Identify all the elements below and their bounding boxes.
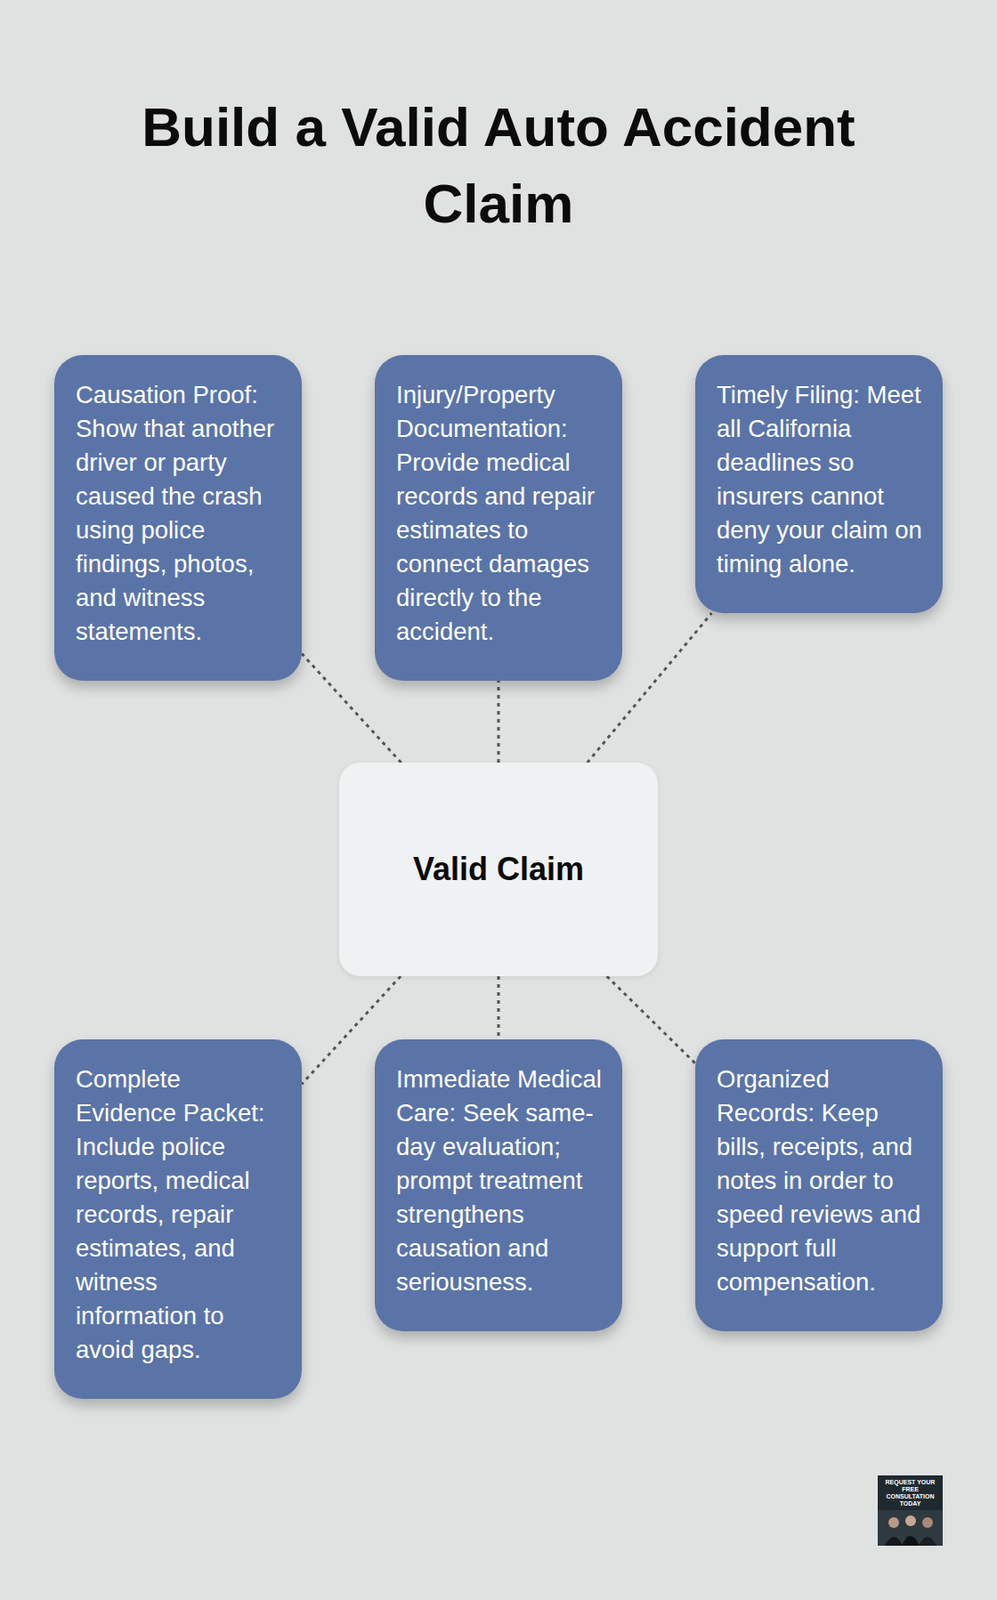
factor-box: Organized Records: Keep bills, receipts,… [695,1039,943,1332]
factor-box: Causation Proof: Show that another drive… [54,355,302,681]
node-text: Injury/Property Documentation: Provide m… [396,378,605,649]
node-text: Timely Filing: Meet all California deadl… [716,378,925,582]
diagram-title: Build a Valid Auto Accident Claim [89,89,908,243]
dotted-connector [497,680,501,763]
logo-photo [877,1510,943,1547]
factor-box: Immediate Medical Care: Seek same-day ev… [374,1039,623,1332]
dotted-connector [607,976,696,1064]
logo-text: REQUEST YOUR FREE CONSULTATION TODAY [877,1475,943,1508]
factor-box: Injury/Property Documentation: Provide m… [374,355,623,681]
factor-box: Complete Evidence Packet: Include police… [54,1039,302,1400]
node-text: Valid Claim [413,851,584,889]
central-box: Valid Claim [339,762,658,977]
node-text: Organized Records: Keep bills, receipts,… [716,1062,925,1300]
node-text: Causation Proof: Show that another drive… [75,378,284,649]
node-text: Immediate Medical Care: Seek same-day ev… [396,1062,605,1300]
factor-box: Timely Filing: Meet all California deadl… [695,355,943,614]
dotted-connector [497,976,501,1040]
logo-badge: REQUEST YOUR FREE CONSULTATION TODAY [877,1475,943,1547]
node-text: Complete Evidence Packet: Include police… [75,1062,284,1368]
